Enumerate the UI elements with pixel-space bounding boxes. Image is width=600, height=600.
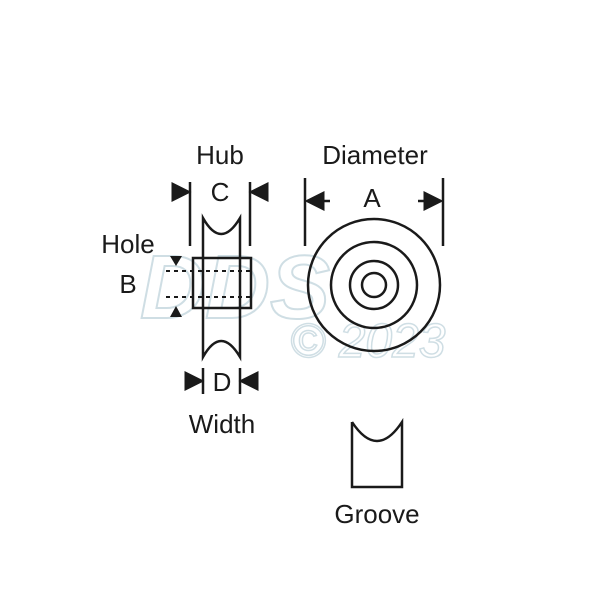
hub-label: Hub — [196, 140, 244, 170]
hole-arrow-top-icon — [170, 256, 182, 266]
diameter-letter: A — [363, 183, 381, 213]
watermark: DDS © 2023 — [139, 237, 447, 369]
hub-letter: C — [211, 177, 230, 207]
groove-label: Groove — [334, 499, 419, 529]
hole-letter: B — [119, 269, 136, 299]
watermark-copyright: © 2023 — [290, 315, 446, 368]
pulley-front-view — [303, 178, 445, 353]
groove-profile — [350, 417, 404, 489]
diameter-label: Diameter — [322, 140, 428, 170]
width-letter: D — [213, 367, 232, 397]
watermark-logo: DDS — [140, 238, 330, 338]
width-label: Width — [189, 409, 255, 439]
hole-arrow-bottom-icon — [170, 306, 182, 317]
pulley-side-view — [166, 182, 269, 394]
hole-label: Hole — [101, 229, 154, 259]
